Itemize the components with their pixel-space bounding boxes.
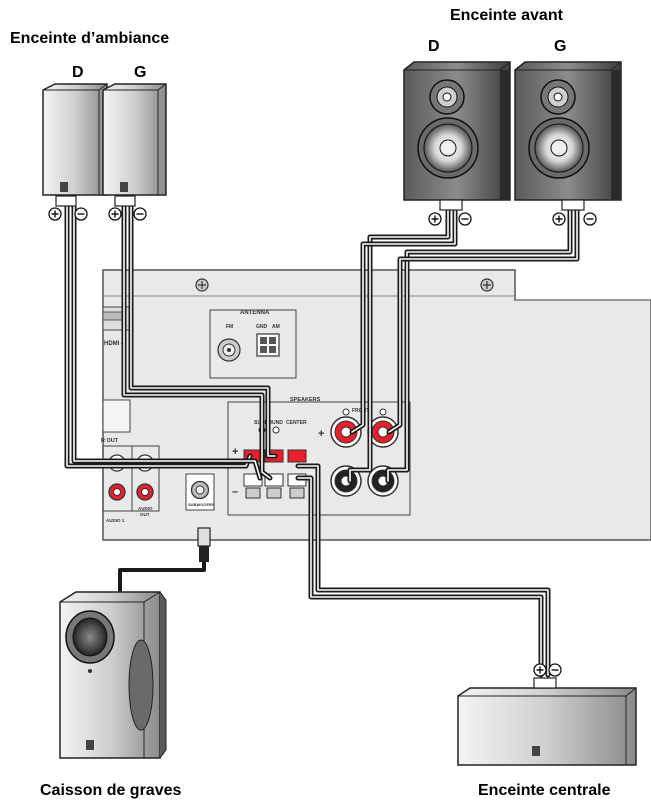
fm-label: FM bbox=[226, 324, 233, 330]
speaker-cables bbox=[64, 202, 580, 678]
plus-icon bbox=[108, 207, 122, 221]
subwoofer-jack: SUBWOOFER bbox=[185, 473, 215, 511]
surround-speaker-right bbox=[42, 83, 108, 207]
panel-screw bbox=[195, 278, 209, 292]
surround-speaker-left bbox=[102, 83, 167, 207]
receiver-rear-panel: HDMI 4 ANTENNA FM GND AM R OUT AUDIO O bbox=[101, 269, 651, 541]
panel-screw bbox=[480, 278, 494, 292]
subwoofer-rca-plug bbox=[197, 527, 211, 562]
subwoofer-speaker bbox=[59, 591, 167, 759]
audio1-label: AUDIO 1 bbox=[106, 518, 125, 523]
center-speaker-title: Enceinte centrale bbox=[478, 782, 611, 799]
ar-out-label: R OUT bbox=[101, 438, 119, 444]
front-terminal-right-minus bbox=[330, 465, 362, 497]
woofer bbox=[417, 117, 479, 179]
front-speakers-title: Enceinte avant bbox=[450, 7, 563, 24]
minus-icon bbox=[74, 207, 88, 221]
surround-speakers-title: Enceinte d’ambiance bbox=[10, 30, 170, 47]
front-speaker-left bbox=[514, 61, 622, 211]
svg-text:+: + bbox=[232, 446, 238, 458]
subwoofer-title: Caisson de graves bbox=[40, 782, 182, 799]
woofer bbox=[528, 117, 590, 179]
svg-text:+: + bbox=[318, 428, 324, 440]
antenna-label: ANTENNA bbox=[240, 310, 270, 316]
front-terminal-right-plus bbox=[330, 416, 362, 448]
rca-jack-red bbox=[136, 483, 154, 501]
minus-icon bbox=[133, 207, 147, 221]
center-terminal bbox=[287, 449, 307, 499]
subwoofer-jack-label: SUBWOOFER bbox=[188, 502, 215, 507]
minus-icon bbox=[548, 663, 562, 677]
center-speaker bbox=[457, 677, 637, 766]
plus-icon bbox=[533, 663, 547, 677]
svg-text:–: – bbox=[232, 486, 238, 498]
plus-icon bbox=[428, 212, 442, 226]
antenna-section: ANTENNA FM GND AM bbox=[209, 309, 297, 379]
hdmi-label: HDMI 4 bbox=[104, 341, 125, 347]
audio-out-label-1: AUDIO bbox=[138, 506, 153, 511]
audio-out-label-2: OUT bbox=[140, 512, 150, 517]
gnd-label: GND bbox=[256, 324, 268, 330]
rca-jack-red bbox=[108, 483, 126, 501]
surround-right-label: D bbox=[72, 64, 84, 81]
tweeter bbox=[540, 79, 576, 115]
front-speaker-right bbox=[403, 61, 511, 211]
front-right-label: D bbox=[428, 38, 440, 55]
surround-left-label: G bbox=[134, 64, 147, 81]
front-left-label: G bbox=[554, 38, 567, 55]
minus-icon bbox=[583, 212, 597, 226]
am-label: AM bbox=[272, 324, 280, 330]
center-terminal-label: CENTER bbox=[286, 420, 307, 426]
plus-icon bbox=[552, 212, 566, 226]
minus-icon bbox=[458, 212, 472, 226]
speakers-label: SPEAKERS bbox=[290, 397, 321, 403]
tweeter bbox=[429, 79, 465, 115]
plus-icon bbox=[48, 207, 62, 221]
